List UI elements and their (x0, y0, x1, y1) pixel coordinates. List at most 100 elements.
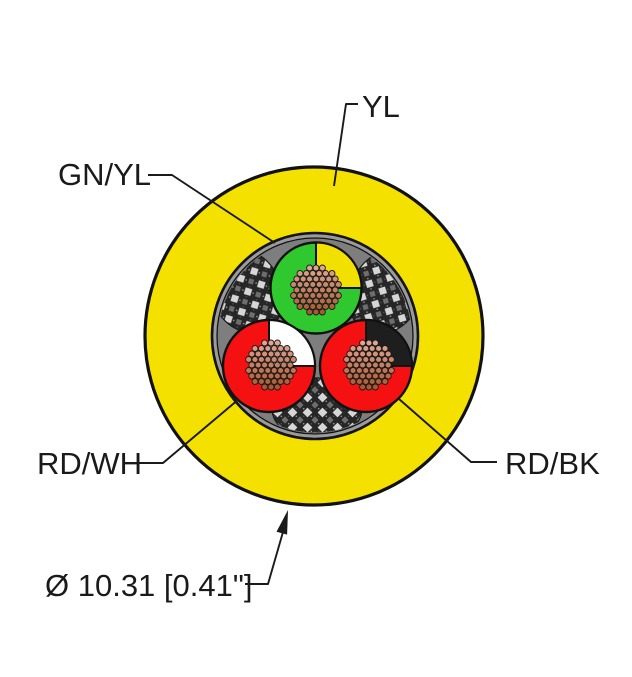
copper-strand (318, 308, 326, 316)
copper-strand (312, 275, 320, 283)
copper-strands-gn-yl (290, 264, 342, 316)
copper-strand (283, 356, 291, 363)
copper-strand (381, 345, 389, 352)
copper-strand (359, 383, 367, 391)
copper-strand (365, 350, 373, 358)
copper-strand (371, 350, 379, 358)
copper-strand (277, 356, 285, 363)
copper-strand (371, 383, 379, 391)
copper-strand (299, 286, 307, 294)
copper-strand (346, 372, 354, 380)
copper-strand (251, 367, 259, 374)
copper-strand (368, 378, 376, 385)
conductor-rd-wh (221, 318, 317, 414)
copper-strand (362, 356, 370, 363)
copper-strand (267, 361, 275, 369)
copper-strand (306, 286, 314, 294)
copper-strand (371, 361, 379, 369)
copper-strand (245, 367, 253, 374)
copper-strand (312, 308, 320, 316)
copper-strand (334, 292, 342, 299)
copper-strand (359, 339, 367, 347)
copper-strand (306, 308, 314, 316)
copper-strand (248, 350, 256, 358)
conductor-gn-yl (269, 241, 363, 335)
copper-strand (365, 372, 373, 380)
copper-strand (349, 378, 357, 385)
copper-strand (273, 383, 281, 391)
copper-strand (349, 356, 357, 363)
copper-strand (328, 281, 336, 288)
copper-strand (248, 372, 256, 380)
copper-strand (384, 372, 392, 380)
copper-strand (355, 378, 363, 385)
copper-strand (352, 372, 360, 380)
copper-strand (293, 297, 301, 305)
copper-strand (331, 275, 339, 283)
copper-strand (325, 286, 333, 294)
copper-strand (283, 345, 291, 352)
copper-strand (286, 350, 294, 358)
copper-strand (261, 372, 269, 380)
copper-strand (286, 372, 294, 380)
copper-strand (322, 281, 330, 288)
copper-strand (368, 367, 376, 374)
copper-strand (296, 281, 304, 288)
copper-strand (248, 361, 256, 369)
diameter-arrow-line (245, 531, 284, 585)
copper-strand (309, 281, 317, 288)
copper-strand (293, 275, 301, 283)
copper-strand (387, 356, 395, 363)
diameter-arrowhead-icon (276, 510, 288, 535)
label-rd-wh: RD/WH (37, 446, 142, 481)
copper-strand (362, 378, 370, 385)
copper-strand (312, 264, 320, 272)
copper-strand (261, 361, 269, 369)
label-gn-yl: GN/YL (58, 157, 151, 192)
label-diameter: Ø 10.31 [0.41"] (45, 568, 252, 603)
copper-strand (318, 264, 326, 272)
copper-strand (261, 350, 269, 358)
copper-strand (375, 378, 383, 385)
copper-strand (368, 356, 376, 363)
copper-strand (375, 345, 383, 352)
copper-strand (328, 270, 336, 277)
copper-strand (302, 270, 310, 277)
copper-strand (283, 378, 291, 385)
copper-strand (387, 367, 395, 374)
copper-strand (277, 378, 285, 385)
copper-strand (296, 303, 304, 310)
copper-strand (328, 292, 336, 299)
copper-strand (254, 372, 262, 380)
copper-strand (299, 297, 307, 305)
copper-strand (371, 339, 379, 347)
copper-strand (346, 361, 354, 369)
copper-strand (264, 345, 272, 352)
copper-strand (331, 297, 339, 305)
label-jacket-yl: YL (362, 89, 400, 124)
copper-strand (270, 345, 278, 352)
copper-strand (264, 378, 272, 385)
copper-strand (261, 383, 269, 391)
label-rd-bk: RD/BK (505, 446, 600, 481)
copper-strand (296, 270, 304, 277)
copper-strand (352, 361, 360, 369)
copper-strand (289, 356, 297, 363)
copper-strand (270, 378, 278, 385)
copper-strand (277, 367, 285, 374)
copper-strand (355, 367, 363, 374)
copper-strand (289, 367, 297, 374)
copper-strand (349, 345, 357, 352)
copper-strand (381, 367, 389, 374)
copper-strand (299, 275, 307, 283)
leader-line-rd-bk (398, 398, 497, 463)
copper-strand (312, 286, 320, 294)
copper-strand (286, 361, 294, 369)
copper-strand (381, 356, 389, 363)
copper-strand (273, 372, 281, 380)
copper-strand (270, 356, 278, 363)
copper-strand (306, 275, 314, 283)
copper-strand (245, 356, 253, 363)
